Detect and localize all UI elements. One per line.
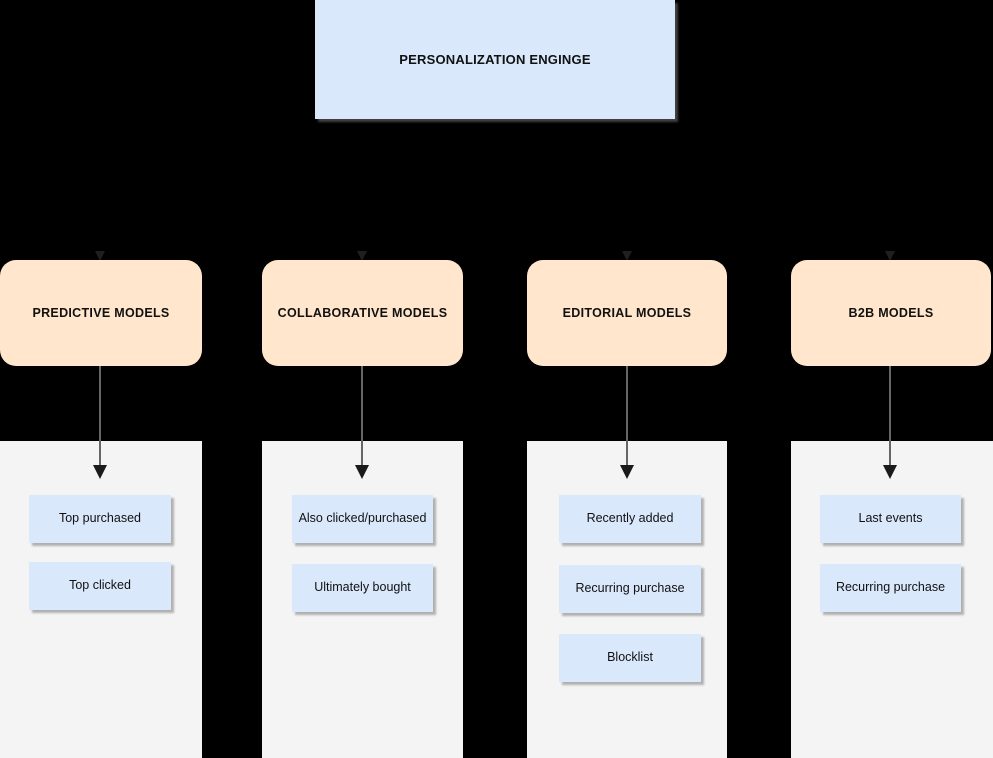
leaf-label-recurring-purchase-b2b: Recurring purchase (835, 580, 946, 595)
leaf-label-blocklist: Blocklist (607, 650, 653, 665)
leaf-label-ultimately-bought: Ultimately bought (314, 580, 411, 595)
leaf-label-recently-added: Recently added (586, 511, 674, 526)
leaf-node-recently-added[interactable]: Recently added (559, 495, 701, 543)
leaf-label-top-purchased: Top purchased (58, 511, 141, 526)
category-label-predictive-models: PREDICTIVE MODELS (32, 306, 170, 320)
category-node-predictive-models[interactable]: PREDICTIVE MODELS (0, 260, 202, 366)
leaf-node-also-clicked-purchased[interactable]: Also clicked/purchased (292, 495, 433, 543)
leaf-node-top-purchased[interactable]: Top purchased (29, 495, 171, 543)
connector-root-to-editorial (495, 199, 628, 253)
root-connector-arrowheads (95, 251, 895, 261)
leaf-node-blocklist[interactable]: Blocklist (559, 634, 701, 682)
leaf-label-also-clicked-purchased: Also clicked/purchased (298, 511, 427, 526)
personalization-engine-node[interactable]: PERSONALIZATION ENGINGE (315, 0, 675, 119)
category-label-collaborative-models: COLLABORATIVE MODELS (277, 306, 448, 320)
leaf-label-recurring-purchase-editorial: Recurring purchase (575, 581, 685, 596)
leaf-node-last-events[interactable]: Last events (820, 495, 961, 543)
category-node-editorial-models[interactable]: EDITORIAL MODELS (527, 260, 727, 366)
connector-root-to-collaborative (361, 199, 495, 253)
leaf-label-last-events: Last events (858, 511, 923, 526)
leaf-node-recurring-purchase-b2b[interactable]: Recurring purchase (820, 564, 961, 612)
category-connector-arrowheads (93, 465, 897, 479)
connector-root-to-b2b (495, 199, 891, 253)
category-node-collaborative-models[interactable]: COLLABORATIVE MODELS (262, 260, 463, 366)
leaf-label-top-clicked: Top clicked (69, 578, 131, 593)
personalization-engine-label: PERSONALIZATION ENGINGE (399, 52, 591, 67)
category-label-b2b-models: B2B MODELS (848, 306, 934, 320)
category-label-editorial-models: EDITORIAL MODELS (562, 306, 692, 320)
leaf-node-top-clicked[interactable]: Top clicked (29, 562, 171, 610)
leaf-node-recurring-purchase-editorial[interactable]: Recurring purchase (559, 565, 701, 613)
leaf-node-ultimately-bought[interactable]: Ultimately bought (292, 564, 433, 612)
connector-root-to-predictive (99, 199, 495, 253)
category-node-b2b-models[interactable]: B2B MODELS (791, 260, 991, 366)
